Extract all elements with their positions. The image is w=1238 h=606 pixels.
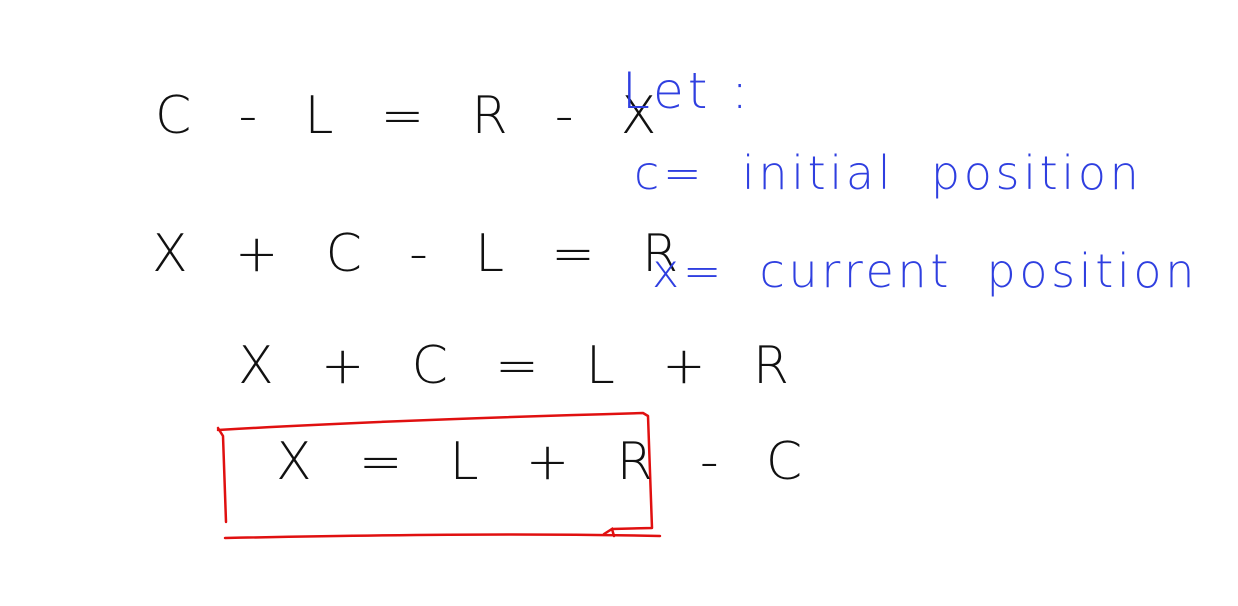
- result-box-hook: [602, 527, 616, 538]
- equation-line-3: X + C = L + R: [238, 336, 796, 396]
- equation-line-1: C - L = R - X: [155, 86, 663, 146]
- result-equation: X = L + R - C: [276, 432, 809, 492]
- note-x-definition: x= current position: [652, 244, 1199, 298]
- note-c-definition: c= initial position: [634, 146, 1143, 200]
- note-heading: Let :: [622, 62, 753, 120]
- equation-line-2: X + C - L = R: [152, 224, 685, 284]
